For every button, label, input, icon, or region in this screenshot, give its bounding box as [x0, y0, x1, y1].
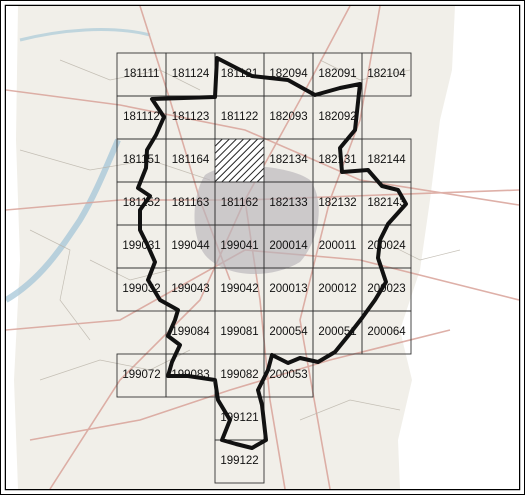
tile-label: 200013: [269, 283, 307, 295]
tile-label: 199043: [171, 283, 209, 295]
tile-label: 200024: [367, 240, 406, 252]
tile-label: 199081: [220, 326, 258, 338]
minor-roads: [19, 59, 461, 421]
tile-label: 182144: [367, 154, 406, 166]
tile-label: 182133: [269, 197, 307, 209]
tile-label: 181164: [172, 154, 210, 166]
tile-label: 199122: [220, 455, 258, 467]
tile-label: 181162: [221, 197, 259, 209]
tile-label: 182134: [269, 154, 308, 166]
tile-label: 182143: [367, 197, 405, 209]
tile-label: 200014: [269, 240, 308, 252]
tile-label: 200053: [269, 369, 307, 381]
river: [19, 28, 151, 42]
map-tile: [361, 52, 412, 97]
tile-label: 181111: [124, 68, 160, 80]
tile-label: 182132: [318, 197, 356, 209]
tile-label: 181163: [172, 197, 210, 209]
tile-label: 181152: [123, 197, 161, 209]
tile-label: 182093: [269, 111, 307, 123]
tile-label: 182091: [318, 68, 356, 80]
tile-label: 181151: [123, 154, 161, 166]
study-area-boundary: [136, 56, 408, 450]
tile-label: 182104: [367, 68, 406, 80]
tile-label: 199031: [122, 240, 160, 252]
tile-label: 200064: [367, 326, 406, 338]
tile-label: 199044: [171, 240, 210, 252]
tile-label: 200012: [318, 283, 356, 295]
tile-label: 199041: [220, 240, 258, 252]
map-tile: [214, 439, 265, 484]
tile-label: 181112: [123, 111, 160, 123]
blank-area: [398, 6, 519, 489]
tile-label: 199072: [122, 369, 160, 381]
tile-label: 182131: [318, 154, 356, 166]
blank-area-left: [6, 6, 20, 489]
urban-area: [194, 165, 319, 275]
map-background-layer: [6, 6, 519, 489]
tile-label: 181122: [221, 111, 259, 123]
tile-highlighted: [214, 138, 265, 183]
tile-label: 181121: [221, 68, 259, 80]
map-tile: [361, 310, 412, 355]
tile-label: 182092: [318, 111, 356, 123]
tile-label: 200011: [319, 240, 357, 252]
tile-label: 199082: [220, 369, 258, 381]
inner-border: [4, 4, 521, 491]
tile-label: 200023: [367, 283, 405, 295]
tile-label: 181124: [172, 68, 210, 80]
tile-label: 181123: [172, 111, 210, 123]
tile-label: 199084: [171, 326, 210, 338]
tile-label: 199042: [220, 283, 258, 295]
tile-label: 200054: [269, 326, 308, 338]
